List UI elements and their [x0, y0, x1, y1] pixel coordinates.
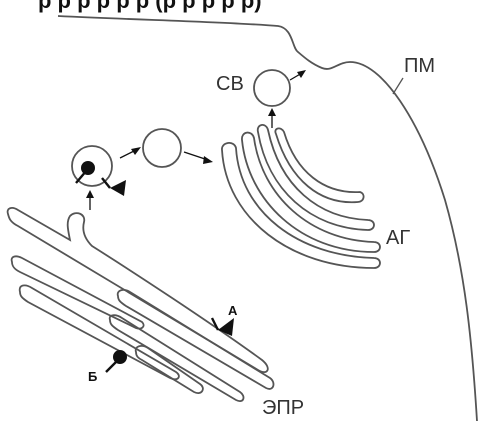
golgi-apparatus	[222, 125, 380, 268]
er-flag-protein-a-stick	[212, 318, 218, 330]
pm-leader-line	[393, 78, 403, 94]
arrowhead-protein-to-transport	[131, 147, 141, 155]
arrowhead-golgi-to-vesicle	[268, 108, 276, 116]
transport-vesicle	[143, 129, 181, 167]
label-protein-b: Б	[88, 370, 97, 383]
arrowhead-er-to-vesicle	[86, 190, 94, 198]
label-plasma-membrane: ПМ	[404, 56, 435, 76]
vesicle-flag-protein	[110, 180, 126, 196]
secretory-vesicle	[254, 70, 290, 106]
label-vesicle: СВ	[216, 74, 244, 94]
arrowhead-transport-to-golgi	[203, 156, 213, 164]
label-protein-a: А	[228, 304, 237, 317]
er-flag-protein-a	[218, 318, 234, 336]
label-er: ЭПР	[262, 398, 304, 418]
arrowhead-vesicle-to-pm	[297, 70, 306, 78]
er-ball-protein-b	[113, 350, 127, 364]
vesicle-ball-protein	[81, 161, 95, 175]
label-golgi: АГ	[386, 228, 410, 248]
